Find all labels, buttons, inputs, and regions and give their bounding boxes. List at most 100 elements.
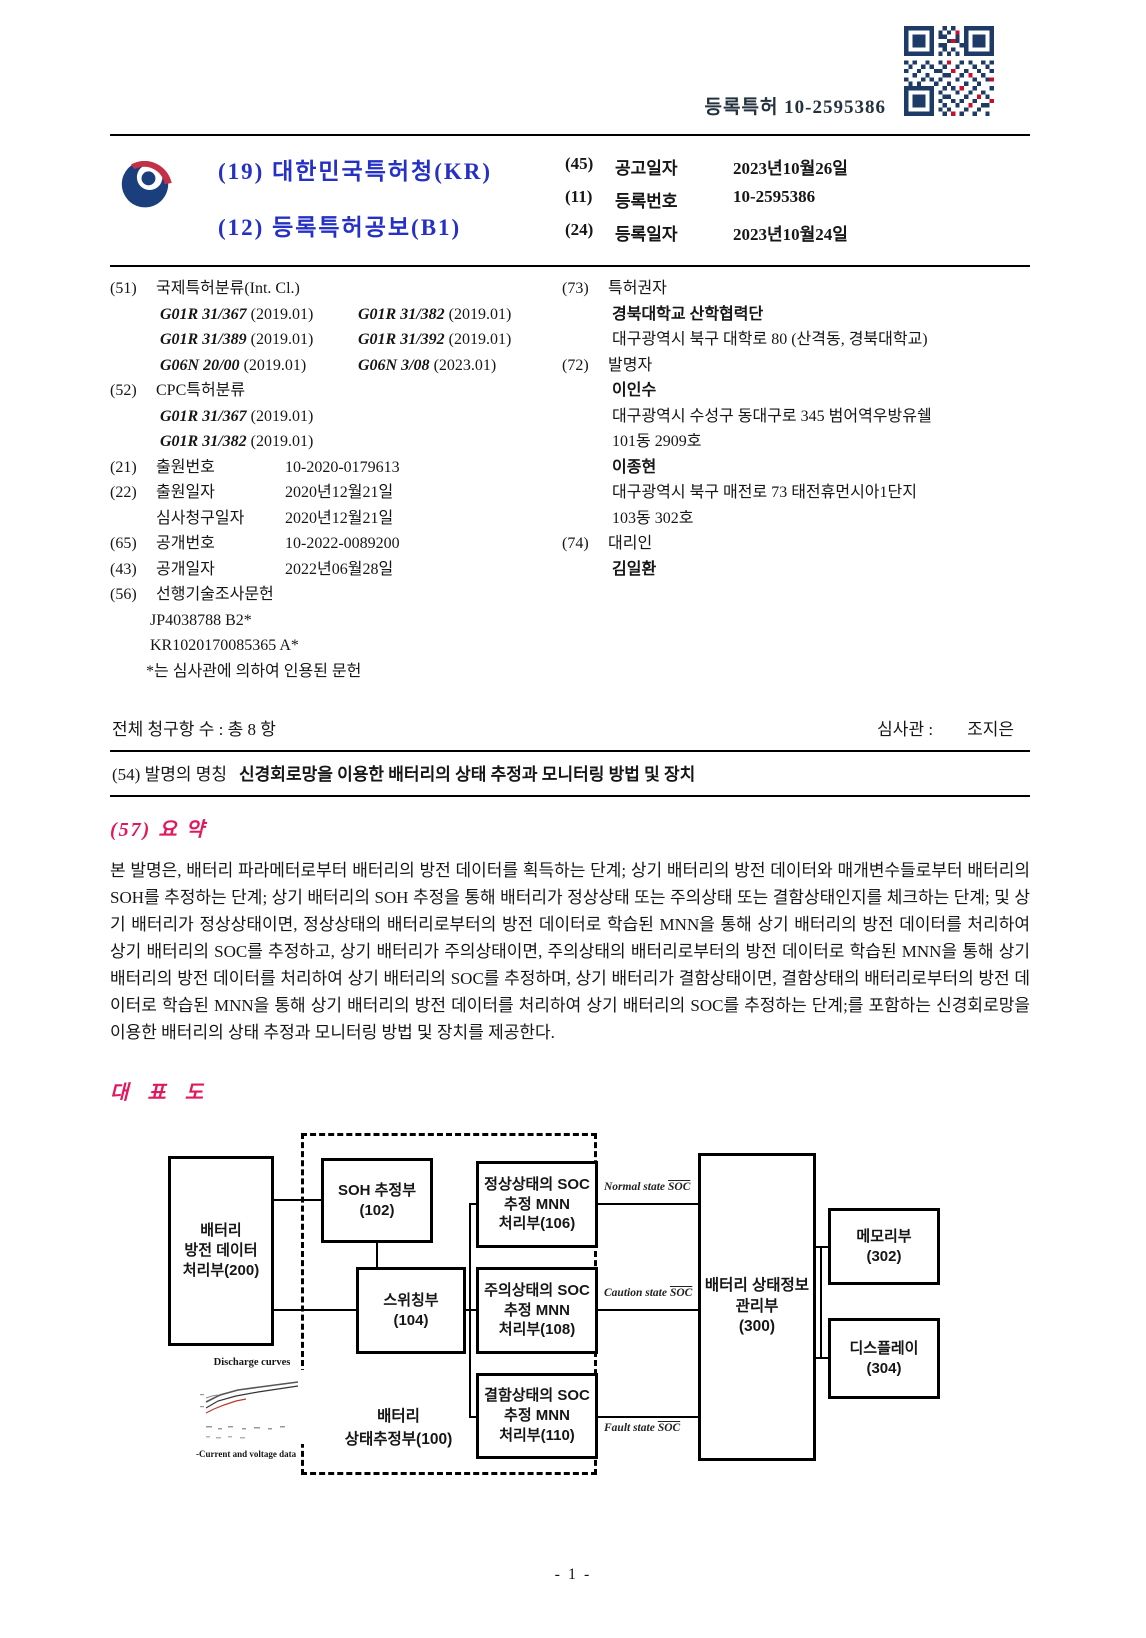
box-battery-state-info-manager-300: 배터리 상태정보 관리부 (300) (698, 1153, 816, 1461)
prior-art-heading: (56) 선행기술조사문헌 (110, 586, 274, 603)
qr-code-icon (904, 26, 994, 116)
publication-number-row: (65) 공개번호 10-2022-0089200 (110, 535, 400, 552)
ipc-num: (51) (110, 280, 137, 297)
bibliographic-section: (51) 국제특허분류(Int. Cl.) G01R 31/367 (2019.… (110, 267, 1030, 688)
inventor-name: 이종현 (612, 458, 657, 476)
gazette-title: (12) 등록특허공보(B1) (218, 215, 462, 240)
cpc-heading: (52) CPC특허분류 (110, 378, 562, 404)
patentee-name: 경북대학교 산학협력단 (612, 305, 764, 323)
field-registration-number: (11) 등록번호 10-2595386 (565, 187, 1030, 212)
kipo-logo-icon (121, 160, 172, 208)
ipc-heading: (51) 국제특허분류(Int. Cl.) (110, 276, 562, 302)
box-battery-discharge-data-processor-200: 배터리 방전 데이터 처리부(200) (168, 1156, 274, 1346)
examiner-name: 조지은 (967, 720, 1014, 739)
ipc-entry: G01R 31/392 (2019.01) (358, 331, 512, 348)
field-value: 2023년10월24일 (733, 225, 848, 244)
page-number: - 1 - (554, 1566, 592, 1583)
inventor-name: 이인수 (612, 382, 657, 399)
agent-heading: (74) 대리인 (562, 535, 653, 552)
ipc-entry: G01R 31/367 (2019.01) (160, 305, 314, 323)
field-registration-date: (24) 등록일자 2023년10월24일 (565, 220, 1030, 245)
agent-name: 김일환 (612, 560, 657, 578)
header-left: (19) 대한민국특허청(KR) (12) 등록특허공보(B1) (116, 150, 492, 253)
inventor-address: 대구광역시 수성구 동대구로 345 범어역우방유쉘 101동 2909호 (612, 407, 932, 451)
field-value: 10-2595386 (733, 187, 816, 206)
inventor-address: 대구광역시 북구 매전로 73 태전휴먼시아1단지 103동 302호 (612, 484, 917, 527)
box-switching-unit-104: 스위칭부 (104) (356, 1267, 466, 1354)
ipc-entry: G01R 31/389 (2019.01) (160, 331, 314, 348)
field-num: (11) (565, 187, 593, 206)
cpc-entry: G01R 31/382 (2019.01) (160, 433, 314, 450)
box-memory-302: 메모리부 (302) (828, 1208, 940, 1285)
box-soh-estimator-102: SOH 추정부 (102) (321, 1158, 433, 1243)
cpc-label: CPC특허분류 (156, 382, 246, 399)
application-date-row: (22) 출원일자 2020년12월21일 (110, 484, 394, 501)
connector-line (598, 1203, 698, 1205)
discharge-curves-caption: Discharge curves (213, 1357, 291, 1368)
ipc-label: 국제특허분류(Int. Cl.) (156, 280, 300, 297)
connector-line (469, 1203, 476, 1205)
field-label: 공고일자 (615, 159, 678, 178)
field-publication-date: (45) 공고일자 2023년10월26일 (565, 154, 1030, 179)
connector-line (816, 1357, 828, 1359)
claims-examiner-row: 전체 청구항 수 : 총 8 항 심사관 : 조지은 (110, 715, 1030, 752)
ipc-entry: G06N 3/08 (2023.01) (358, 356, 497, 374)
examiner-info: 심사관 : 조지은 (877, 715, 1024, 740)
field-num: (45) (565, 154, 594, 173)
gazette-header: (19) 대한민국특허청(KR) (12) 등록특허공보(B1) (45) 공고… (110, 136, 1030, 265)
examiner-label: 심사관 : (877, 720, 934, 739)
cpc-num: (52) (110, 382, 137, 399)
connector-line (816, 1246, 828, 1248)
document-number: 등록특허 10-2595386 (704, 97, 886, 118)
field-label: 등록일자 (615, 225, 678, 244)
page-content: (19) 대한민국특허청(KR) (12) 등록특허공보(B1) (45) 공고… (110, 0, 1030, 1493)
ipc-entry: G01R 31/382 (2019.01) (358, 305, 512, 323)
connector-line (598, 1416, 698, 1418)
header-fields: (45) 공고일자 2023년10월26일 (11) 등록번호 10-25953… (565, 150, 1030, 253)
connector-line (376, 1243, 378, 1267)
header-divider (110, 265, 1030, 267)
cpc-entry: G01R 31/367 (2019.01) (160, 407, 314, 425)
invention-title: 신경회로망을 이용한 배터리의 상태 추정과 모니터링 방법 및 장치 (239, 765, 696, 784)
connector-line (469, 1416, 476, 1418)
biblio-left-column: (51) 국제특허분류(Int. Cl.) G01R 31/367 (2019.… (110, 276, 562, 684)
connector-line (598, 1309, 698, 1311)
connector-line (274, 1199, 321, 1201)
top-rule (110, 134, 1030, 136)
label-battery-state-estimator-100: 배터리 상태추정부(100) (344, 1408, 453, 1449)
box-display-304: 디스플레이 (304) (828, 1318, 940, 1399)
biblio-right-column: (73) 특허권자 경북대학교 산학협력단 대구광역시 북구 대학로 80 (산… (562, 276, 1030, 684)
inventors-heading: (72) 발명자 (562, 356, 653, 374)
application-number-row: (21) 출원번호 10-2020-0179613 (110, 458, 400, 476)
field-value: 2023년10월26일 (733, 159, 848, 178)
publication-date-row: (43) 공개일자 2022년06월28일 (110, 560, 394, 578)
box-caution-soc-mnn-108: 주의상태의 SOC 추정 MNN 처리부(108) (476, 1267, 598, 1354)
abstract-body: 본 발명은, 배터리 파라메터로부터 배터리의 방전 데이터를 획득하는 단계;… (110, 861, 1030, 1042)
connector-line (274, 1309, 356, 1311)
cpc-entries: G01R 31/367 (2019.01) G01R 31/382 (2019.… (110, 404, 562, 455)
title-label: (54) 발명의 명칭 (112, 765, 228, 784)
header-titles: (19) 대한민국특허청(KR) (12) 등록특허공보(B1) (218, 150, 492, 253)
patentee-heading: (73) 특허권자 (562, 280, 667, 297)
field-label: 등록번호 (615, 192, 678, 211)
discharge-data-caption: -Current and voltage data (196, 1449, 297, 1459)
box-fault-soc-mnn-110: 결함상태의 SOC 추정 MNN 처리부(110) (476, 1373, 598, 1459)
ipc-entries: G01R 31/367 (2019.01) G01R 31/382 (2019.… (110, 302, 562, 379)
representative-drawing: 배터리 방전 데이터 처리부(200) SOH 추정부 (102) 스위칭부 (… (168, 1131, 958, 1493)
examination-request-date-row: 심사청구일자 2020년12월21일 (156, 509, 394, 527)
prior-art-doc: KR1020170085365 A* (150, 637, 299, 654)
abstract-heading: (57) 요 약 (110, 819, 207, 841)
patentee-address: 대구광역시 북구 대학로 80 (산격동, 경북대학교) (612, 331, 928, 348)
box-normal-soc-mnn-106: 정상상태의 SOC 추정 MNN 처리부(106) (476, 1161, 598, 1248)
connector-line (466, 1309, 476, 1311)
discharge-curves-inset: Discharge curves (194, 1357, 310, 1459)
prior-art-note: *는 심사관에 의하여 인용된 문헌 (146, 662, 362, 680)
invention-title-row: (54) 발명의 명칭 신경회로망을 이용한 배터리의 상태 추정과 모니터링 방… (110, 752, 1030, 797)
representative-drawing-heading: 대 표 도 (110, 1082, 211, 1104)
office-title: (19) 대한민국특허청(KR) (218, 159, 493, 184)
prior-art-doc: JP4038788 B2* (150, 611, 252, 629)
